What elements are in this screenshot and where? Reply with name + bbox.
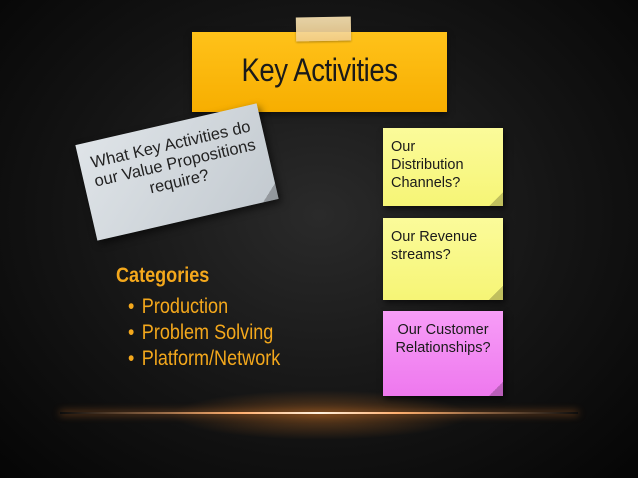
page-curl bbox=[259, 183, 279, 203]
revenue-note: Our Revenue streams? bbox=[383, 218, 503, 300]
revenue-note-text: Our Revenue streams? bbox=[391, 228, 497, 264]
note-line: Our Revenue bbox=[391, 229, 478, 245]
page-curl bbox=[489, 286, 503, 300]
glow-divider bbox=[60, 412, 578, 414]
category-item: Production bbox=[116, 294, 280, 320]
note-line: Channels? bbox=[391, 175, 461, 191]
glow-halo bbox=[170, 390, 470, 440]
page-curl bbox=[489, 192, 503, 206]
customer-note-text: Our Customer Relationships? bbox=[387, 321, 499, 357]
category-item: Problem Solving bbox=[116, 320, 280, 346]
slide-title: Key Activities bbox=[241, 52, 398, 88]
note-line: Relationships? bbox=[395, 340, 491, 356]
page-curl bbox=[489, 382, 503, 396]
categories-block: Categories Production Problem Solving Pl… bbox=[116, 264, 307, 372]
note-line: Our bbox=[391, 139, 416, 155]
question-note: What Key Activities do our Value Proposi… bbox=[75, 103, 279, 241]
category-item: Platform/Network bbox=[116, 346, 280, 372]
note-line: streams? bbox=[391, 247, 451, 263]
distribution-note: Our Distribution Channels? bbox=[383, 128, 503, 206]
question-text: What Key Activities do our Value Proposi… bbox=[78, 115, 272, 212]
customer-note: Our Customer Relationships? bbox=[383, 311, 503, 396]
categories-list: Production Problem Solving Platform/Netw… bbox=[116, 294, 307, 372]
tape-strip bbox=[295, 16, 352, 42]
title-note: Key Activities bbox=[192, 32, 447, 112]
distribution-note-text: Our Distribution Channels? bbox=[391, 138, 497, 192]
note-line: Our Customer bbox=[397, 322, 489, 338]
note-line: Distribution bbox=[391, 157, 464, 173]
categories-heading: Categories bbox=[116, 264, 210, 287]
